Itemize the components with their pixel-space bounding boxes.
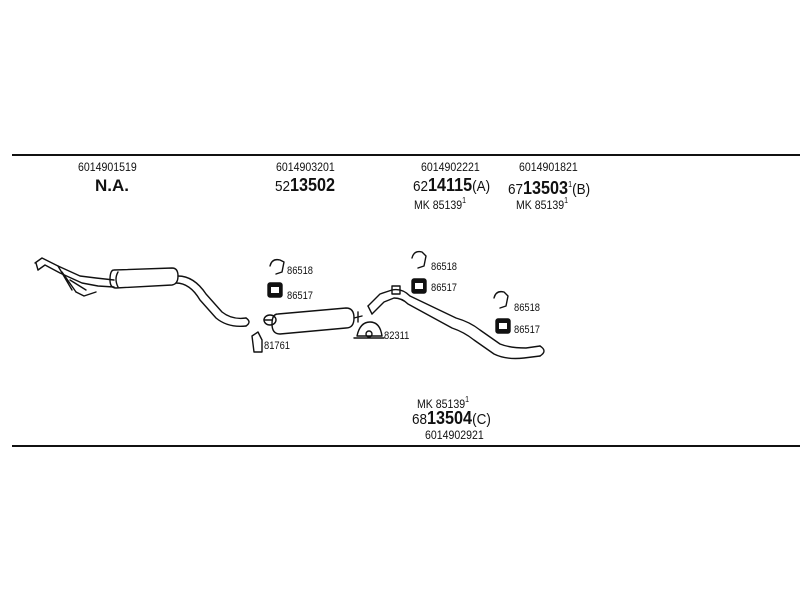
part-prefix: 67 (508, 181, 524, 198)
oe-number-footer: 6014902921 (425, 428, 484, 442)
mk-label: MK 85139 (414, 198, 463, 212)
oe-number-col1: 6014901519 (78, 160, 137, 174)
bottom-rule (12, 445, 800, 447)
mk-mark: 1 (465, 395, 470, 404)
part-main: 13504 (427, 408, 473, 428)
mounting-kit-col4: MK 851391 (516, 194, 568, 212)
part-number-col2: 5213502 (275, 176, 335, 196)
part-prefix: 62 (413, 178, 429, 195)
mk-mark: 1 (564, 196, 569, 205)
oe-number-col4: 6014901821 (519, 160, 578, 174)
mounting-kit-col3: MK 851391 (414, 194, 466, 212)
oe-number-col3: 6014902221 (421, 160, 480, 174)
mk-label: MK 85139 (516, 198, 565, 212)
mount-86517-c-drawing (495, 318, 511, 334)
front-muffler-drawing (109, 267, 250, 328)
mk-label: MK 85139 (417, 397, 466, 411)
part-prefix: 52 (275, 178, 291, 195)
part-main: 13502 (290, 175, 336, 195)
hanger-86518-b-drawing (411, 250, 427, 269)
hanger-86518-c-drawing (493, 290, 509, 309)
clamp-82311-drawing (353, 321, 385, 339)
part-suffix: (A) (472, 178, 491, 195)
part-number-footer: 6813504(C) (412, 409, 491, 429)
part-main: 14115 (428, 175, 473, 195)
mount-86517-a-drawing (267, 282, 283, 298)
part-label-clamp-mid: 82311 (384, 330, 410, 342)
hanger-86518-a-drawing (269, 258, 285, 275)
mounting-kit-footer: MK 851391 (417, 393, 469, 411)
part-number-col3: 6214115(A) (413, 176, 490, 196)
front-pipe-drawing (34, 257, 115, 297)
part-label-clamp-front: 81761 (264, 340, 291, 352)
part-label-mount-c: 86517 (514, 324, 541, 336)
clamp-81761-drawing (251, 331, 263, 353)
tail-pipe-drawing (367, 285, 545, 360)
oe-number-col2: 6014903201 (276, 160, 335, 174)
part-label-mount-a: 86517 (287, 290, 314, 302)
mount-86517-b-drawing (411, 278, 427, 294)
part-label-hanger-b: 86518 (431, 261, 458, 273)
part-label-hanger-c: 86518 (514, 302, 541, 314)
part-suffix: (B) (572, 181, 591, 198)
status-not-available: N.A. (95, 176, 129, 195)
part-main: 13503 (523, 178, 569, 198)
part-number-col4: 67135031(B) (508, 176, 590, 199)
part-mark: 1 (568, 180, 573, 189)
top-rule (12, 154, 800, 156)
center-muffler-drawing (263, 307, 363, 335)
part-suffix: (C) (472, 411, 491, 428)
part-label-mount-b: 86517 (431, 282, 458, 294)
part-label-hanger-a: 86518 (287, 265, 314, 277)
mk-mark: 1 (462, 196, 467, 205)
part-prefix: 68 (412, 411, 428, 428)
